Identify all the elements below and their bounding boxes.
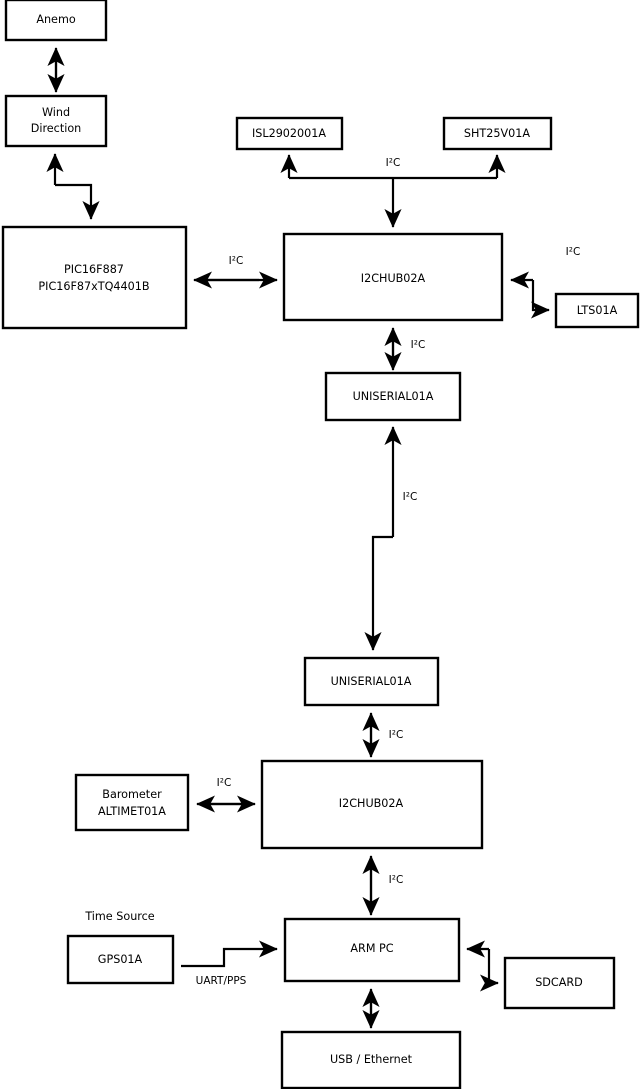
- edge-uniserial-hub-bot: I²C: [362, 712, 404, 758]
- node-label-hub-bottom: I2CHUB02A: [339, 797, 404, 810]
- edge-uniserial-link: I²C: [364, 426, 418, 651]
- edge-hub-lts: I²C: [510, 246, 581, 319]
- edge-sensor-bus: I²C: [280, 154, 506, 228]
- edge-label-hub-lts: I²C: [566, 246, 581, 258]
- node-label-pic-line2: PIC16F87xTQ4401B: [38, 280, 149, 293]
- edge-label-hub-arm: I²C: [389, 874, 404, 886]
- edge-label-sensors-bus: I²C: [386, 157, 401, 169]
- node-uniserial01a-bottom[interactable]: UNISERIAL01A: [303, 656, 440, 707]
- edge-label-uniserial-link: I²C: [403, 491, 418, 503]
- node-label-uniserial-bottom: UNISERIAL01A: [331, 675, 412, 688]
- edge-arm-sdcard: [466, 940, 499, 992]
- edge-wind-pic: [46, 153, 100, 220]
- node-label-wind-line1: Wind: [42, 106, 70, 119]
- node-label-sht: SHT25V01A: [464, 127, 530, 140]
- node-i2chub02a-bottom[interactable]: I2CHUB02A: [260, 759, 484, 850]
- node-label-wind-line2: Direction: [31, 122, 82, 135]
- edge-label-barometer-hub: I²C: [217, 777, 232, 789]
- node-arm-pc[interactable]: ARM PC: [283, 917, 461, 983]
- edge-label-pic-hub: I²C: [229, 255, 244, 267]
- node-label-uniserial-top: UNISERIAL01A: [353, 390, 434, 403]
- node-pic[interactable]: PIC16F887 PIC16F87xTQ4401B: [1, 225, 188, 330]
- node-label-isl: ISL2902001A: [252, 127, 326, 140]
- node-usb-ethernet[interactable]: USB / Ethernet: [280, 1030, 462, 1089]
- node-label-lts: LTS01A: [577, 304, 618, 317]
- node-label-barometer-line1: Barometer: [102, 788, 162, 801]
- node-label-arm-pc: ARM PC: [350, 942, 393, 955]
- node-i2chub02a-top[interactable]: I2CHUB02A: [282, 232, 504, 322]
- label-time-source: Time Source: [84, 910, 154, 923]
- edge-barometer-hub: I²C: [196, 777, 256, 813]
- node-label-pic-line1: PIC16F887: [64, 263, 124, 276]
- node-sdcard[interactable]: SDCARD: [503, 956, 616, 1010]
- node-label-sdcard: SDCARD: [535, 976, 583, 989]
- edge-hub-arm: I²C: [362, 855, 404, 916]
- edge-label-hub-uniserial: I²C: [411, 339, 426, 351]
- node-label-barometer-line2: ALTIMET01A: [98, 805, 166, 818]
- edge-label-uniserial-hub-bot: I²C: [389, 729, 404, 741]
- node-label-anemo: Anemo: [36, 13, 76, 26]
- node-barometer[interactable]: Barometer ALTIMET01A: [74, 773, 190, 832]
- node-lts01a[interactable]: LTS01A: [554, 292, 640, 329]
- node-wind-direction[interactable]: Wind Direction: [4, 94, 108, 148]
- node-label-gps: GPS01A: [98, 953, 143, 966]
- node-label-hub-top: I2CHUB02A: [361, 272, 426, 285]
- node-uniserial01a-top[interactable]: UNISERIAL01A: [324, 371, 462, 422]
- node-label-usb-ethernet: USB / Ethernet: [330, 1053, 413, 1066]
- edge-pic-hub: I²C: [193, 255, 278, 289]
- node-anemo[interactable]: Anemo: [4, 0, 108, 42]
- node-sht25v01a[interactable]: SHT25V01A: [442, 116, 553, 151]
- edge-gps-arm: UART/PPS: [181, 940, 278, 987]
- edge-label-gps-arm: UART/PPS: [196, 975, 247, 987]
- edge-hub-uniserial: I²C: [384, 327, 426, 371]
- node-gps01a[interactable]: GPS01A: [66, 934, 175, 985]
- node-isl2902001a[interactable]: ISL2902001A: [235, 116, 344, 151]
